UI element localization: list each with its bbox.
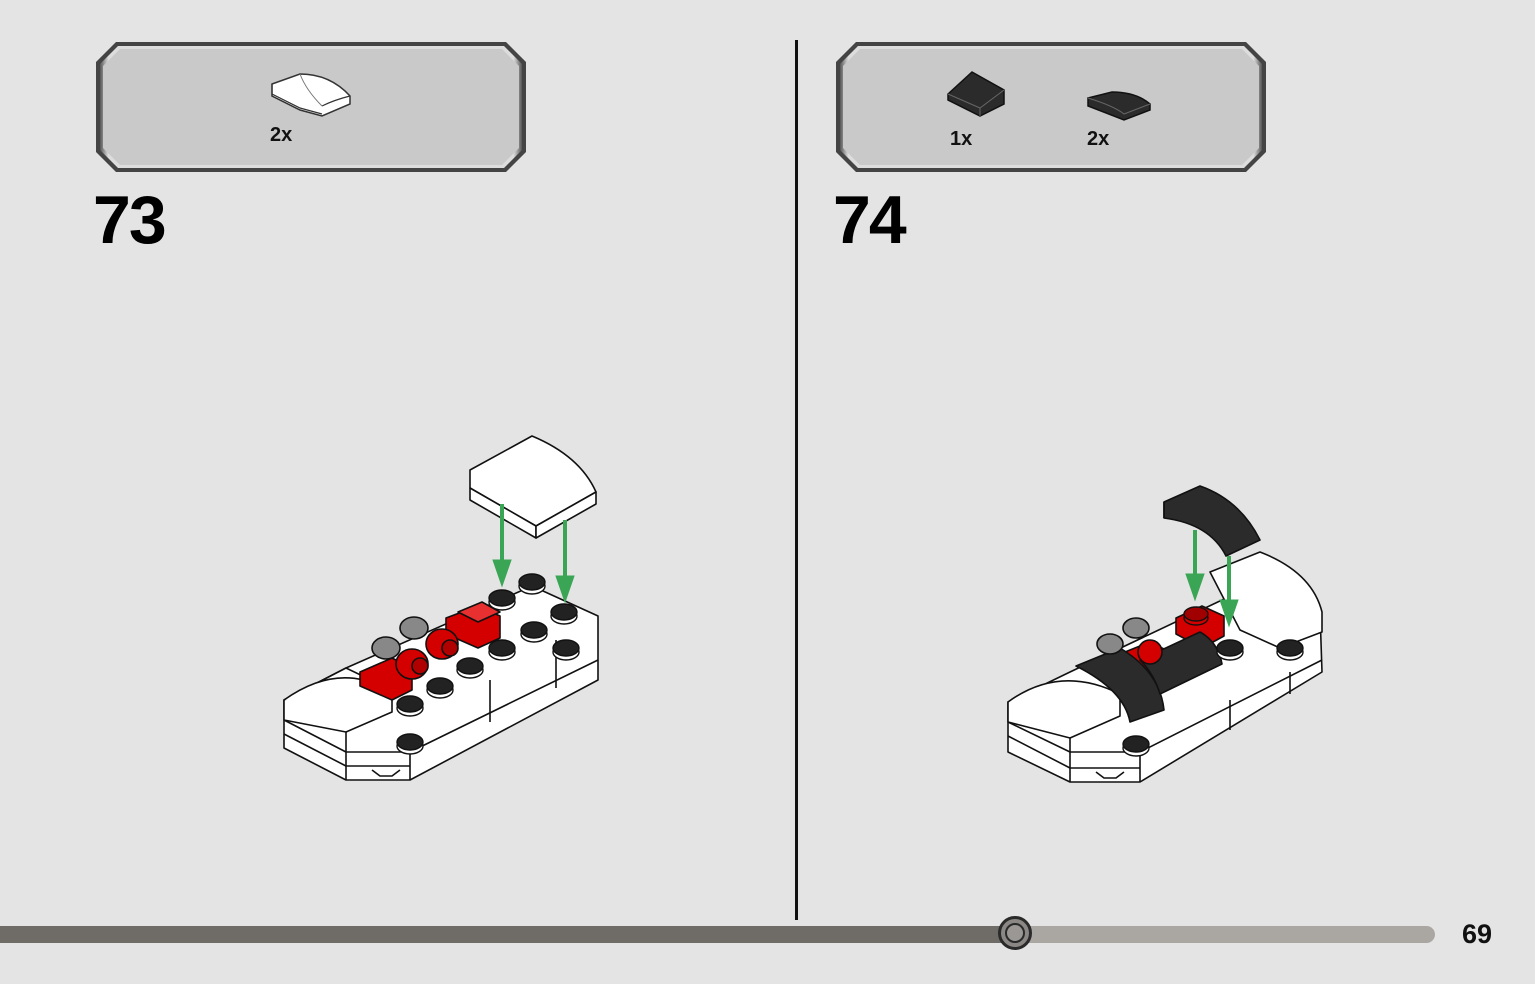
- black-slope-icon: [947, 71, 1005, 117]
- progress-fill: [0, 926, 1015, 943]
- parts-callout-73: 2x: [94, 40, 528, 174]
- part-count: 2x: [270, 124, 293, 146]
- part-count: 2x: [1087, 128, 1110, 150]
- step-number: 74: [833, 182, 907, 258]
- progress-knob[interactable]: [998, 916, 1032, 950]
- step-74: 1x 2x 74: [740, 0, 1500, 920]
- white-curved-slope-icon: [271, 73, 351, 117]
- part-count: 1x: [950, 128, 973, 150]
- build-illustration-73: [283, 435, 599, 781]
- parts-callout-74: 1x 2x: [834, 40, 1268, 174]
- progress-bar: [0, 916, 1435, 950]
- black-curved-slope-icon: [1087, 91, 1151, 121]
- step-73: 2x 73: [0, 0, 760, 920]
- step-number: 73: [93, 182, 167, 258]
- page-number: 69: [1462, 919, 1493, 949]
- build-illustration-74: [1007, 485, 1323, 783]
- step-divider: [795, 40, 798, 920]
